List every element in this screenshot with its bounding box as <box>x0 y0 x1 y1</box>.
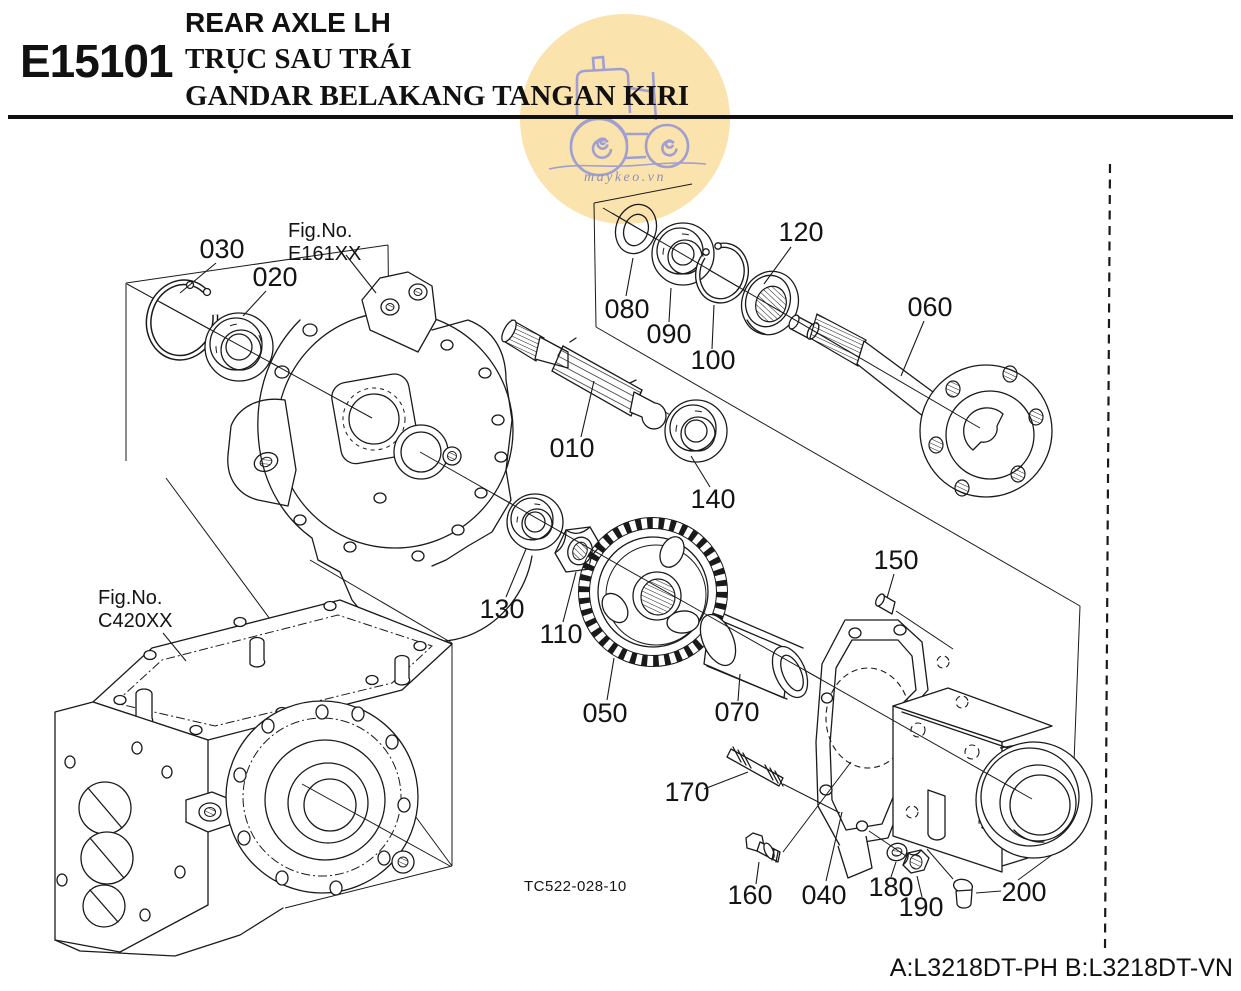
nut-110 <box>554 526 602 573</box>
gear-050 <box>578 517 728 667</box>
collar-070 <box>699 613 809 700</box>
callout-010: 010 <box>549 433 594 463</box>
fig-ref-c420-code: C420XX <box>98 610 173 632</box>
callout-140: 140 <box>690 484 735 514</box>
fig-ref-e161-code: E161XX <box>288 243 361 265</box>
housing-c420xx-drawing <box>54 599 453 957</box>
callout-labels: 030 020 080 090 100 120 060 010 140 130 … <box>199 217 1046 922</box>
callout-100: 100 <box>690 345 735 375</box>
callout-130: 130 <box>479 594 524 624</box>
watermark-circle <box>520 14 730 224</box>
callout-080: 080 <box>604 294 649 324</box>
fig-ref-e161-label: Fig.No. <box>288 220 352 242</box>
bearing-140 <box>664 399 728 463</box>
callout-190: 190 <box>898 892 943 922</box>
model-applicability: A:L3218DT-PH B:L3218DT-VN <box>889 954 1233 982</box>
callout-160: 160 <box>727 880 772 910</box>
header-rule <box>8 115 1233 119</box>
callout-170: 170 <box>664 777 709 807</box>
page-code: E15101 <box>20 35 174 87</box>
callout-200: 200 <box>1001 877 1046 907</box>
axle-shaft-060 <box>788 313 1053 498</box>
snap-ring-100 <box>694 242 750 304</box>
housing-e161xx-drawing <box>227 271 533 643</box>
stud-170 <box>726 746 784 787</box>
callout-030: 030 <box>199 234 244 264</box>
panel-frame-lines <box>125 183 1081 909</box>
axis-overlay-lines <box>159 212 1033 880</box>
page-title-vi: TRỤC SAU TRÁI <box>185 43 412 75</box>
callout-070: 070 <box>714 697 759 727</box>
pin-150 <box>875 593 896 615</box>
nut-190 <box>902 849 930 874</box>
bearing-130 <box>506 493 564 551</box>
watermark-logo: maykeo.vn <box>520 14 730 224</box>
leader-lines <box>162 246 1002 898</box>
bearing-020 <box>204 312 274 382</box>
callout-020: 020 <box>252 262 297 292</box>
section-separator-dashed-line <box>1103 163 1112 949</box>
callout-050: 050 <box>582 698 627 728</box>
callout-060: 060 <box>907 292 952 322</box>
callout-040: 040 <box>801 880 846 910</box>
page-title-en: REAR AXLE LH <box>185 7 391 38</box>
drawing-code: TC522-028-10 <box>524 878 627 895</box>
callout-180: 180 <box>868 872 913 902</box>
callout-150: 150 <box>873 545 918 575</box>
watermark-text: maykeo.vn <box>584 170 666 185</box>
callout-090: 090 <box>646 319 691 349</box>
plug-200 <box>952 878 974 909</box>
callout-120: 120 <box>778 217 823 247</box>
page-title-id: GANDAR BELAKANG TANGAN KIRI <box>185 80 690 112</box>
figure-refs: Fig.No. E161XX Fig.No. C420XX TC522-028-… <box>98 220 627 895</box>
fig-ref-c420-label: Fig.No. <box>98 587 162 609</box>
oil-seal-120 <box>740 270 800 336</box>
washer-180 <box>886 842 908 862</box>
callout-110: 110 <box>539 619 582 649</box>
bolt-160 <box>745 832 781 863</box>
pinion-shaft-010 <box>501 319 667 430</box>
axle-case-040 <box>815 619 1093 879</box>
